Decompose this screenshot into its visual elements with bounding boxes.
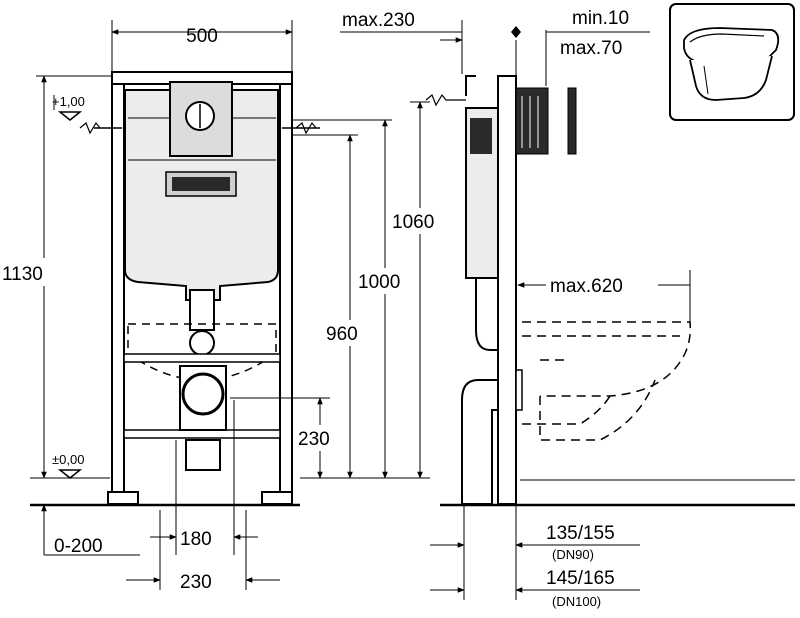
side-dimension-labels: max.230 min.10 max.70 max.620 135/155 (D… bbox=[342, 8, 658, 609]
frame-left-foot bbox=[107, 491, 139, 505]
dimension-1000: 1000 bbox=[358, 272, 400, 293]
dimension-height-1130: 1130 bbox=[2, 264, 43, 285]
dimension-dn90-label: (DN90) bbox=[552, 547, 594, 562]
dimension-max-620: max.620 bbox=[550, 276, 623, 297]
dimension-spacing-180: 180 bbox=[180, 529, 212, 550]
dimension-dn100-label: (DN100) bbox=[552, 594, 601, 609]
dimension-960: 960 bbox=[326, 324, 358, 345]
dimension-floor-adjust: 0-200 bbox=[54, 536, 103, 557]
dimension-dn90-value: 135/155 bbox=[546, 523, 615, 544]
flush-connector bbox=[189, 330, 215, 356]
dimension-min-10: min.10 bbox=[572, 8, 629, 29]
frame-left-post bbox=[111, 75, 125, 501]
dimension-1060: 1060 bbox=[392, 212, 434, 233]
dimension-max-230: max.230 bbox=[342, 10, 415, 31]
front-view bbox=[30, 71, 320, 507]
level-marker-top bbox=[57, 111, 83, 121]
dimension-dn100-value: 145/165 bbox=[546, 568, 615, 589]
front-dimension-labels: 500 1130 +1,00 ±0,00 0-200 180 230 bbox=[0, 26, 218, 593]
level-marker-floor bbox=[57, 469, 83, 479]
flush-plate-side bbox=[515, 87, 549, 155]
level-label-top: +1,00 bbox=[52, 94, 85, 109]
wall-hung-toilet-icon bbox=[669, 3, 795, 121]
side-view bbox=[425, 75, 795, 507]
dimension-max-70: max.70 bbox=[560, 38, 622, 59]
toilet-bowl-dashed bbox=[522, 321, 692, 441]
dimension-width-500: 500 bbox=[186, 26, 218, 47]
frame-right-foot bbox=[261, 491, 293, 505]
frame-right-post bbox=[279, 75, 293, 501]
waste-outlet bbox=[181, 372, 225, 416]
frame-side-profile bbox=[497, 75, 517, 505]
dimension-spacing-230: 230 bbox=[180, 572, 212, 593]
centerline-marker bbox=[511, 26, 521, 38]
dimension-230-height: 230 bbox=[298, 429, 330, 450]
waste-pipe-side bbox=[461, 379, 499, 505]
middle-dimension-labels: 1060 1000 960 230 bbox=[294, 208, 452, 451]
level-label-floor: ±0,00 bbox=[52, 452, 84, 467]
